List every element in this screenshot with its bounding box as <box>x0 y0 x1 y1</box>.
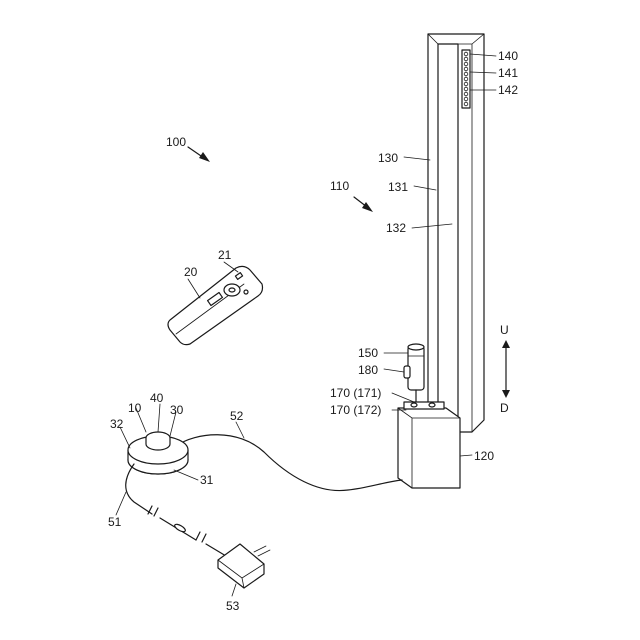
label-30: 30 <box>170 403 184 417</box>
label-52: 52 <box>230 409 244 423</box>
label-170-171: 170 (171) <box>330 386 381 400</box>
led-strip <box>462 50 470 108</box>
frame-130 <box>428 34 484 432</box>
direction-label-down: D <box>500 401 509 415</box>
direction-label-up: U <box>500 323 509 337</box>
label-142: 142 <box>498 83 518 97</box>
label-150: 150 <box>358 346 378 360</box>
label-110: 110 <box>330 179 349 193</box>
power-adapter-53 <box>218 544 270 588</box>
reference-numerals: 100 110 120 130 131 132 140 141 142 150 … <box>108 49 518 613</box>
label-180: 180 <box>358 363 378 377</box>
label-21: 21 <box>218 248 232 262</box>
label-32: 32 <box>110 417 124 431</box>
label-40: 40 <box>150 391 164 405</box>
up-down-direction-arrow <box>502 340 510 398</box>
label-31: 31 <box>200 473 214 487</box>
label-130: 130 <box>378 151 398 165</box>
label-131: 131 <box>388 180 408 194</box>
label-120: 120 <box>474 449 494 463</box>
label-10: 10 <box>128 401 142 415</box>
base-box-120 <box>398 402 460 488</box>
label-170-172: 170 (172) <box>330 403 381 417</box>
system-pointer-arrow <box>188 147 210 162</box>
label-141: 141 <box>498 66 518 80</box>
label-53: 53 <box>226 599 240 613</box>
label-132: 132 <box>386 221 406 235</box>
remote-controller <box>168 266 263 344</box>
puck-device-10 <box>128 432 188 474</box>
device-pointer-arrow <box>354 197 373 212</box>
label-51: 51 <box>108 515 122 529</box>
label-20: 20 <box>184 265 198 279</box>
label-140: 140 <box>498 49 518 63</box>
label-100: 100 <box>166 135 186 149</box>
